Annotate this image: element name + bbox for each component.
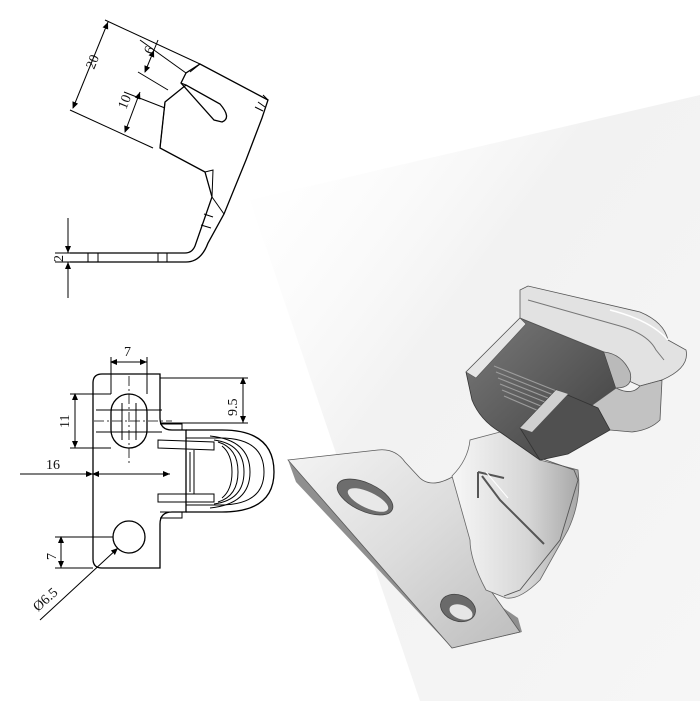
plan-view: 7 11 9.5 16 7 Ø6.5: [20, 345, 275, 621]
dim-slot-length-11: 11: [58, 415, 73, 428]
up-arrow-icon: [477, 471, 545, 545]
dim-hole-dia-6-5: Ø6.5: [31, 585, 62, 615]
dim-slot-to-clip-16: 16: [46, 458, 60, 473]
iso-view: [287, 285, 687, 649]
dim-thickness-2: 2: [52, 255, 67, 262]
dim-offset-9-5: 9.5: [226, 399, 241, 417]
dim-slot-width-7: 7: [124, 345, 131, 360]
side-view: 20 6 10 2: [52, 19, 269, 298]
dim-slot-10: 10: [116, 93, 135, 112]
dim-overall-20: 20: [84, 53, 103, 72]
dim-hole-offset-7: 7: [45, 553, 60, 560]
